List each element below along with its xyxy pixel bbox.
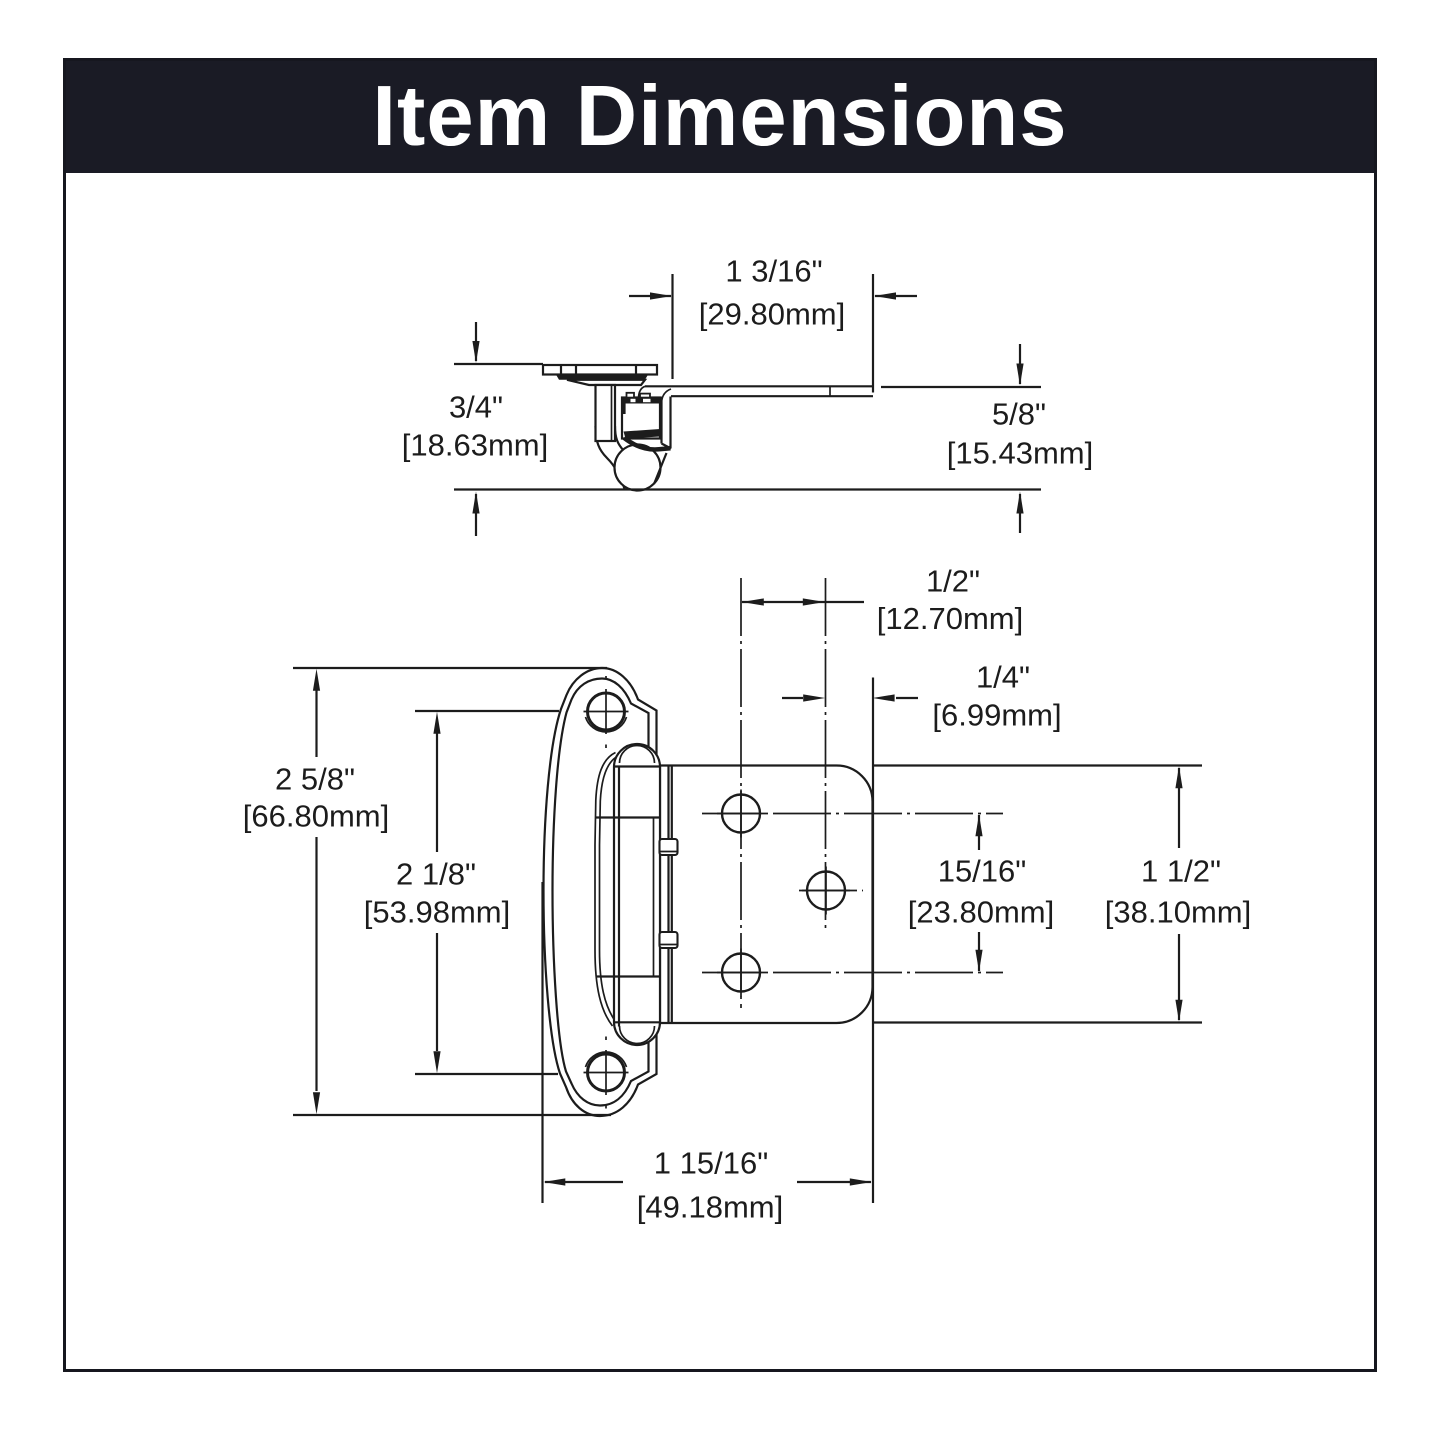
- side-door-flange: [645, 385, 873, 398]
- side-arm: [594, 383, 617, 443]
- side-cup: [566, 378, 648, 387]
- side-door-bracket: [660, 396, 672, 450]
- side-mounting-plate: [541, 363, 659, 376]
- drawing-border: Item Dimensions: [63, 58, 1377, 1372]
- dim-hole-offset-in: 1/2": [926, 564, 980, 599]
- title-bar: Item Dimensions: [66, 61, 1374, 173]
- dim-frame-side-height: 3/4" [18.63mm]: [402, 322, 1041, 536]
- dim-wing-hole-spacing: 15/16" [23.80mm]: [908, 814, 1054, 972]
- dim-door-side-height-mm: [15.43mm]: [947, 436, 1093, 471]
- front-latch-tabs: [658, 837, 679, 950]
- page-title: Item Dimensions: [372, 69, 1068, 164]
- dim-wing-height: 1 1/2" [38.10mm]: [874, 764, 1251, 1024]
- front-frame-plate-inner: [551, 677, 650, 1107]
- dim-overhang-width: 1 3/16" [29.80mm]: [629, 254, 917, 393]
- dim-edge-offset-mm: [6.99mm]: [932, 698, 1061, 733]
- dim-wing-hole-spacing-mm: [23.80mm]: [908, 895, 1054, 930]
- dim-screw-spacing-mm: [53.98mm]: [364, 895, 510, 930]
- front-view: 2 5/8" [66.80mm] 2 1/8" [53.98mm] 1/2": [243, 564, 1251, 1225]
- dim-hole-offset: 1/2" [12.70mm]: [741, 564, 1023, 636]
- dim-frame-side-height-in: 3/4": [449, 390, 503, 425]
- dim-plate-height-in: 2 5/8": [275, 762, 355, 797]
- dim-hole-offset-mm: [12.70mm]: [877, 601, 1023, 636]
- dim-wing-height-in: 1 1/2": [1141, 854, 1221, 889]
- dim-screw-spacing-in: 2 1/8": [396, 857, 476, 892]
- dim-wing-hole-spacing-in: 15/16": [938, 854, 1027, 889]
- dim-overall-width-in: 1 15/16": [654, 1146, 768, 1181]
- dim-edge-offset-in: 1/4": [976, 660, 1030, 695]
- side-plate-underside: [556, 374, 648, 380]
- dim-door-side-height-in: 5/8": [992, 397, 1046, 432]
- dim-overhang-width-mm: [29.80mm]: [699, 297, 845, 332]
- side-view: 1 3/16" [29.80mm] 3/4" [18.63mm]: [402, 254, 1093, 536]
- dim-edge-offset: 1/4" [6.99mm]: [782, 660, 1062, 1203]
- dim-frame-side-height-mm: [18.63mm]: [402, 428, 548, 463]
- dim-plate-height-mm: [66.80mm]: [243, 799, 389, 834]
- dim-wing-height-mm: [38.10mm]: [1105, 895, 1251, 930]
- front-plate-screw-holes: [583, 676, 629, 1109]
- dim-door-side-height: 5/8" [15.43mm]: [881, 344, 1093, 533]
- dim-overhang-width-in: 1 3/16": [725, 254, 822, 289]
- dim-overall-width: 1 15/16" [49.18mm]: [541, 882, 872, 1225]
- dim-overall-width-mm: [49.18mm]: [637, 1190, 783, 1225]
- dim-plate-height: 2 5/8" [66.80mm]: [243, 666, 611, 1117]
- dim-screw-spacing: 2 1/8" [53.98mm]: [364, 709, 559, 1076]
